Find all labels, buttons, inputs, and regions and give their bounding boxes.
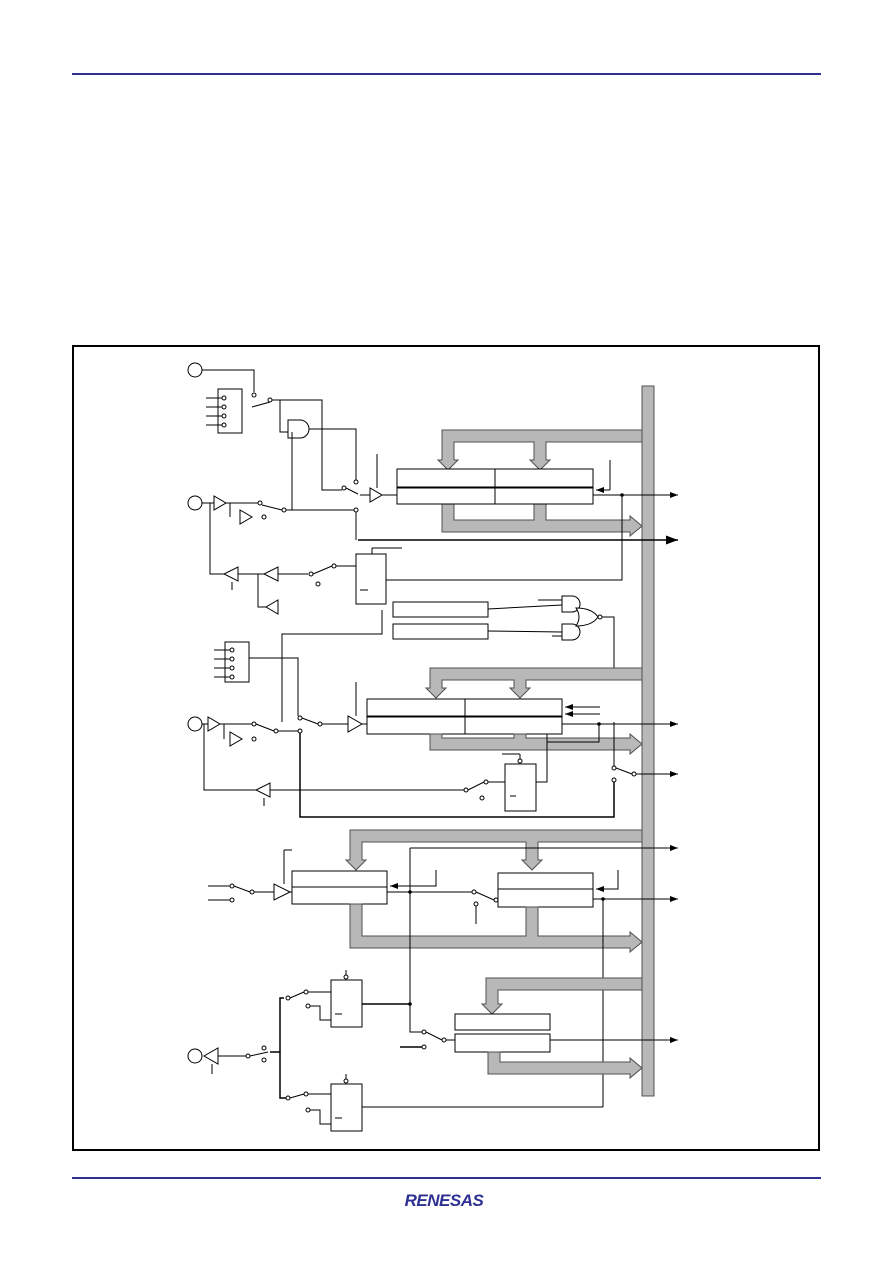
pin-4-input	[187, 1048, 203, 1064]
input-buffer-4	[202, 1047, 219, 1065]
bus-branch-4-in	[480, 977, 643, 1015]
bus-branch-3-in	[344, 829, 643, 871]
footer-rule	[72, 1177, 821, 1179]
ctrl-register-2	[392, 623, 489, 640]
mux-block-2	[224, 641, 250, 683]
register-3d	[497, 888, 594, 908]
pin-2-io	[187, 716, 203, 732]
pin-1-top	[187, 362, 203, 378]
bus-branch-2-out	[429, 732, 643, 756]
main-bus	[641, 385, 655, 1097]
buffer-3	[273, 883, 292, 901]
output-buffer-1	[222, 566, 239, 582]
register-3a	[291, 870, 388, 888]
buffer-2	[347, 715, 364, 733]
logic-block-4	[330, 1083, 363, 1132]
schematic-svg	[187, 362, 678, 1132]
bus-branch-4-out	[487, 1051, 643, 1080]
logic-block-3	[330, 979, 363, 1028]
logo-text: RENESAS	[405, 1191, 485, 1210]
mux-block-1	[217, 388, 243, 434]
renesas-logo: RENESAS	[388, 1188, 500, 1212]
header-rule	[72, 73, 821, 75]
buffer-1	[369, 487, 383, 503]
bus-branch-1-out	[441, 503, 643, 538]
register-4b	[454, 1033, 551, 1053]
and-gate-1	[287, 419, 310, 439]
or-gate-1	[575, 607, 599, 627]
output-buffer-2	[254, 782, 271, 798]
bus-branch-3-out	[349, 903, 643, 954]
pin-1-io	[187, 495, 203, 511]
bus-branch-1-in	[436, 429, 643, 471]
block-diagram	[72, 345, 820, 1151]
register-4a	[454, 1013, 551, 1031]
bus-branch-2-in	[424, 667, 643, 699]
logic-block-2	[504, 763, 537, 812]
ctrl-register-1	[392, 601, 489, 618]
logic-block-1	[355, 553, 387, 605]
register-3c	[497, 872, 594, 890]
register-3b	[291, 886, 388, 905]
